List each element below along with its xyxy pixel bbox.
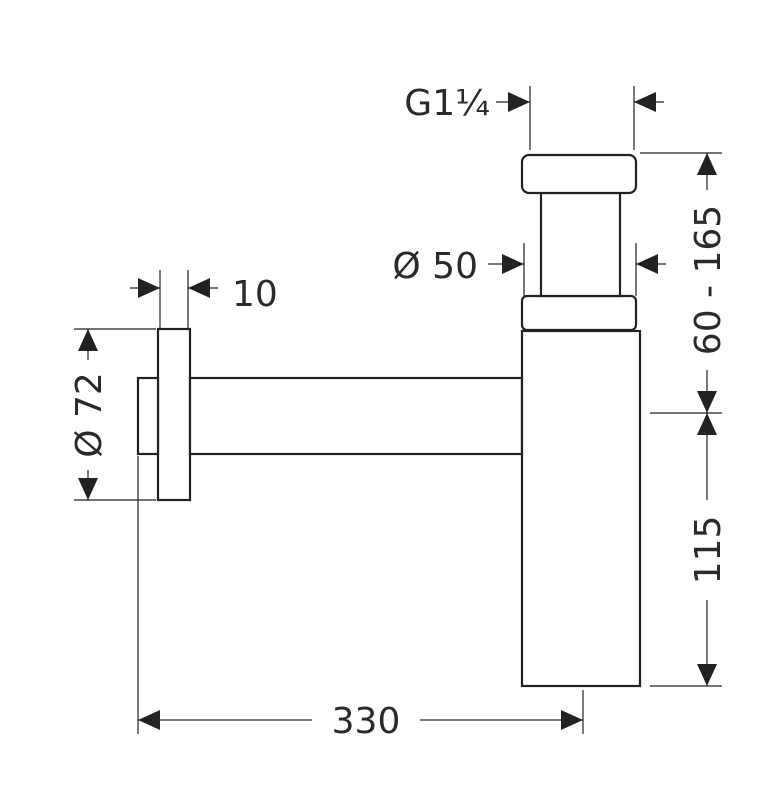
arrow-330-right (561, 710, 583, 730)
lower-ring (520, 294, 638, 332)
tube-diameter-label: Ø 50 (392, 246, 478, 287)
lower-height-label: 115 (688, 516, 729, 585)
arrow-330-left (138, 710, 160, 730)
arrow-115-top (697, 413, 717, 435)
arrow-d72-bottom (78, 478, 98, 500)
flange-thickness-label: 10 (232, 274, 278, 315)
flange-diameter-label: Ø 72 (69, 372, 110, 458)
arrowheads (78, 92, 717, 730)
inlet-tube (539, 191, 622, 298)
arrow-range-top (697, 153, 717, 175)
dimension-lines (74, 86, 722, 734)
arrow-range-bottom (697, 391, 717, 413)
arrow-115-bottom (697, 664, 717, 686)
siphon-body (136, 153, 642, 688)
height-range-label: 60 - 165 (688, 205, 729, 355)
wall-pipe-stub (136, 376, 160, 456)
total-length-label: 330 (332, 701, 401, 742)
horizontal-pipe (188, 376, 524, 456)
bottle-body (520, 329, 642, 688)
dimension-labels: G1¼ Ø 50 10 330 60 - 165 115 Ø 72 (69, 83, 729, 742)
top-nut (520, 153, 638, 195)
wall-flange (156, 327, 192, 502)
thread-label: G1¼ (404, 83, 490, 124)
arrow-d72-top (78, 329, 98, 351)
